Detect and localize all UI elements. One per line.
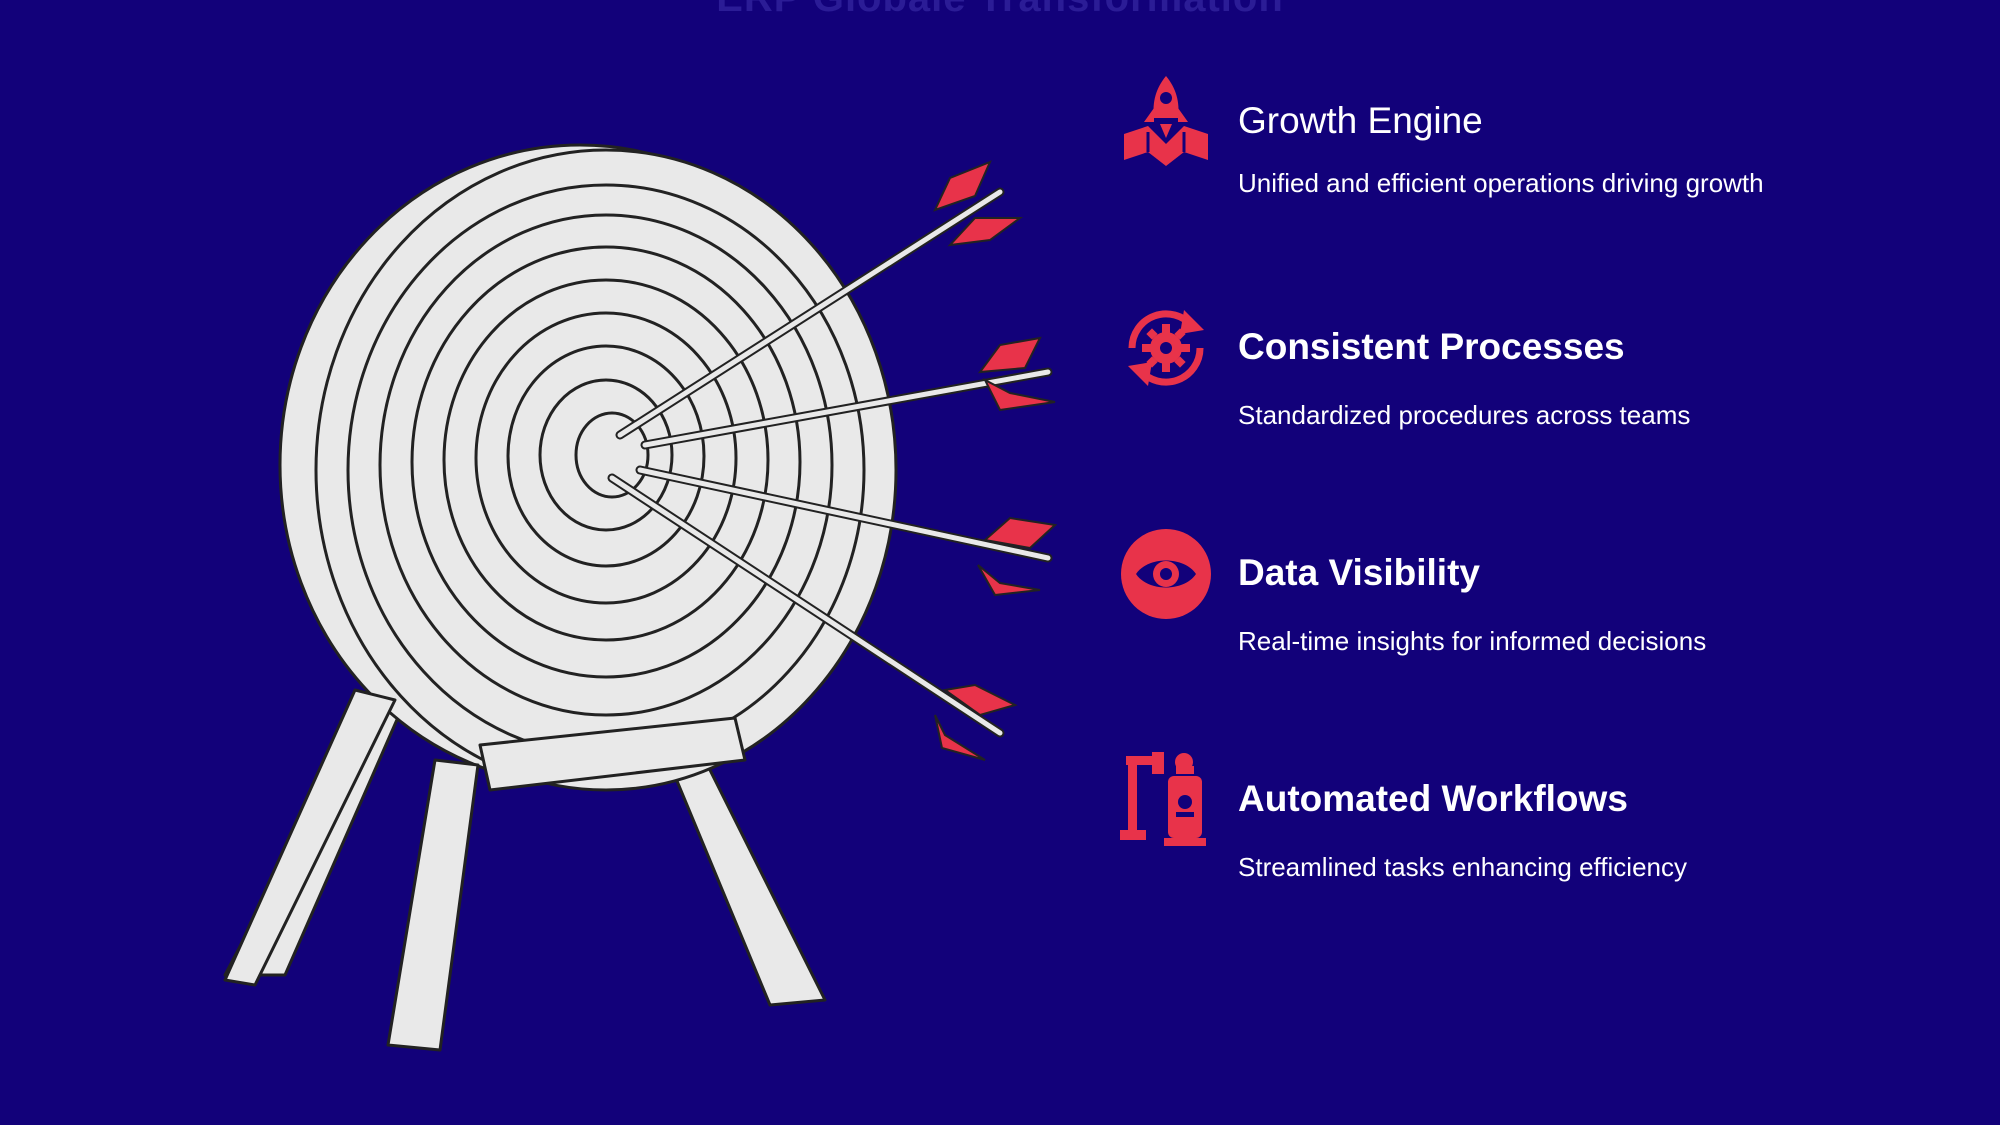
item-title: Data Visibility [1238,552,1480,593]
item-description: Unified and efficient operations driving… [1238,168,1764,198]
robot-arm-icon [1120,752,1206,846]
item-title: Consistent Processes [1238,326,1625,367]
target-board [278,143,898,792]
arrow-1 [615,160,1024,440]
rocket-icon [1124,76,1208,166]
eye-icon [1121,529,1211,619]
arrow-4 [607,473,1018,761]
gear-cycle-icon [1128,310,1204,386]
target-illustration [223,143,1058,1052]
item-title: Growth Engine [1238,100,1483,141]
arrow-3 [635,465,1058,597]
item-description: Real-time insights for informed decision… [1238,626,1707,656]
page-title: ERP Globale Transformation [0,0,2000,21]
item-title: Automated Workflows [1238,778,1628,819]
arrow-2 [640,336,1056,450]
item-description: Standardized procedures across teams [1238,400,1691,430]
arrows [607,160,1058,761]
item-description: Streamlined tasks enhancing efficiency [1238,852,1687,882]
easel-front-legs [223,688,747,1052]
